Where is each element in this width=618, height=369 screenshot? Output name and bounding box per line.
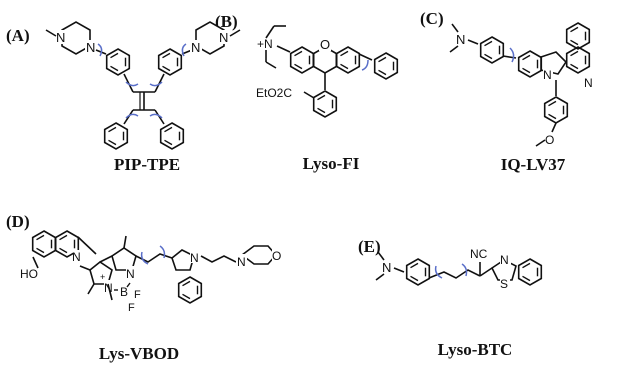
indole-benzene-ring [177, 276, 203, 304]
structure-lys-vbod: N HO N + N B F F [20, 230, 283, 314]
structure-lyso-fi: +N O EtO2C [256, 25, 399, 118]
benzothiazole-benzene-ring [517, 258, 543, 286]
xanthene-ring-left [289, 46, 315, 74]
aryl-ring-c-donor [479, 36, 505, 64]
xanthene-ring-right [335, 46, 361, 74]
phenyl-ring-lower-left [103, 122, 129, 150]
rotor-arrows-lys-vbod [140, 245, 166, 265]
atom-n-plus-lyso-fi: +N [257, 37, 273, 51]
compound-name-lyso-btc: Lyso-BTC [437, 340, 513, 359]
label-nc: NC [470, 247, 488, 261]
compound-name-pip-tpe: PIP-TPE [113, 155, 181, 174]
atom-o-methoxy: O [545, 133, 554, 147]
isoquinoline-ring-c-2 [565, 22, 591, 50]
rotor-arrow-lyso-fi [361, 59, 369, 71]
atom-n-pip-left-2: N [86, 40, 95, 55]
panel-letter-d: (D) [6, 212, 30, 231]
structure-pip-tpe: N N N N [45, 21, 241, 150]
atom-f-1: F [134, 289, 141, 301]
piperazine-ring-right: N N [190, 21, 241, 55]
pyridine-ring-c [517, 50, 543, 78]
atom-n-indole: N [190, 251, 199, 265]
atom-n-thiazole: N [500, 253, 509, 267]
atom-n-c-1: N [543, 68, 552, 82]
bodipy-pyrrole-right [111, 247, 137, 271]
structure-iq-lv37: N N N O [449, 22, 594, 147]
atom-o-morpholine: O [272, 249, 281, 263]
atom-f-2: F [128, 302, 135, 314]
quinoline-ring-1 [31, 230, 57, 258]
compound-name-iq-lv37: IQ-LV37 [500, 155, 566, 174]
panel-letter-a: (A) [6, 26, 30, 45]
panel-letter-c: (C) [420, 9, 444, 28]
phenyl-ring-lyso-fi [373, 52, 399, 80]
atom-o-xanthene: O [320, 37, 330, 52]
atom-n-pip-right-2: N [219, 30, 228, 45]
atom-n-c-2: N [584, 76, 593, 90]
atom-n-pip-left-1: N [56, 30, 65, 45]
structure-lyso-btc: N NC N S [375, 247, 543, 291]
rotor-arrow-iq-lv37 [509, 47, 515, 63]
label-eto2c: EtO2C [256, 86, 292, 100]
isoquinoline-ring-c-1 [565, 46, 591, 74]
methoxyphenyl-ring [543, 96, 569, 124]
phenyl-ring-lower-right [159, 122, 185, 150]
atom-n-dimethylamino-e: N [382, 260, 391, 275]
atom-n-quinoline: N [72, 250, 81, 264]
compound-name-lyso-fi: Lyso-FI [302, 154, 360, 173]
atom-n-dimethylamino-c: N [456, 32, 465, 47]
panel-letter-b: (B) [215, 12, 238, 31]
atom-s-thiazole: S [500, 277, 508, 291]
atom-n-morpholine: N [237, 255, 246, 269]
vinyl-linker-e [428, 269, 481, 279]
panel-letter-e: (E) [358, 237, 381, 256]
phenyl-ring-upper-left [105, 48, 131, 76]
morpholine-ring: N O [236, 245, 283, 269]
phenyl-ring-upper-right [157, 48, 183, 76]
aryl-ring-e-donor [405, 258, 431, 286]
atom-n-bodipy-2: N [126, 267, 135, 281]
rotor-arrows-pip-tpe [97, 43, 187, 119]
compound-name-lys-vbod: Lys-VBOD [98, 344, 180, 363]
benzoate-ring [312, 90, 338, 118]
atom-b: B [120, 285, 128, 299]
bodipy-pyrrole-left [89, 261, 113, 285]
piperazine-ring-left: N N [45, 21, 97, 55]
charge-plus-bodipy: + [100, 272, 105, 282]
rotor-arrows-lyso-btc [434, 263, 468, 279]
pyrrole-ring-c [540, 51, 568, 75]
atom-n-pip-right-1: N [191, 40, 200, 55]
label-ho: HO [20, 267, 38, 281]
